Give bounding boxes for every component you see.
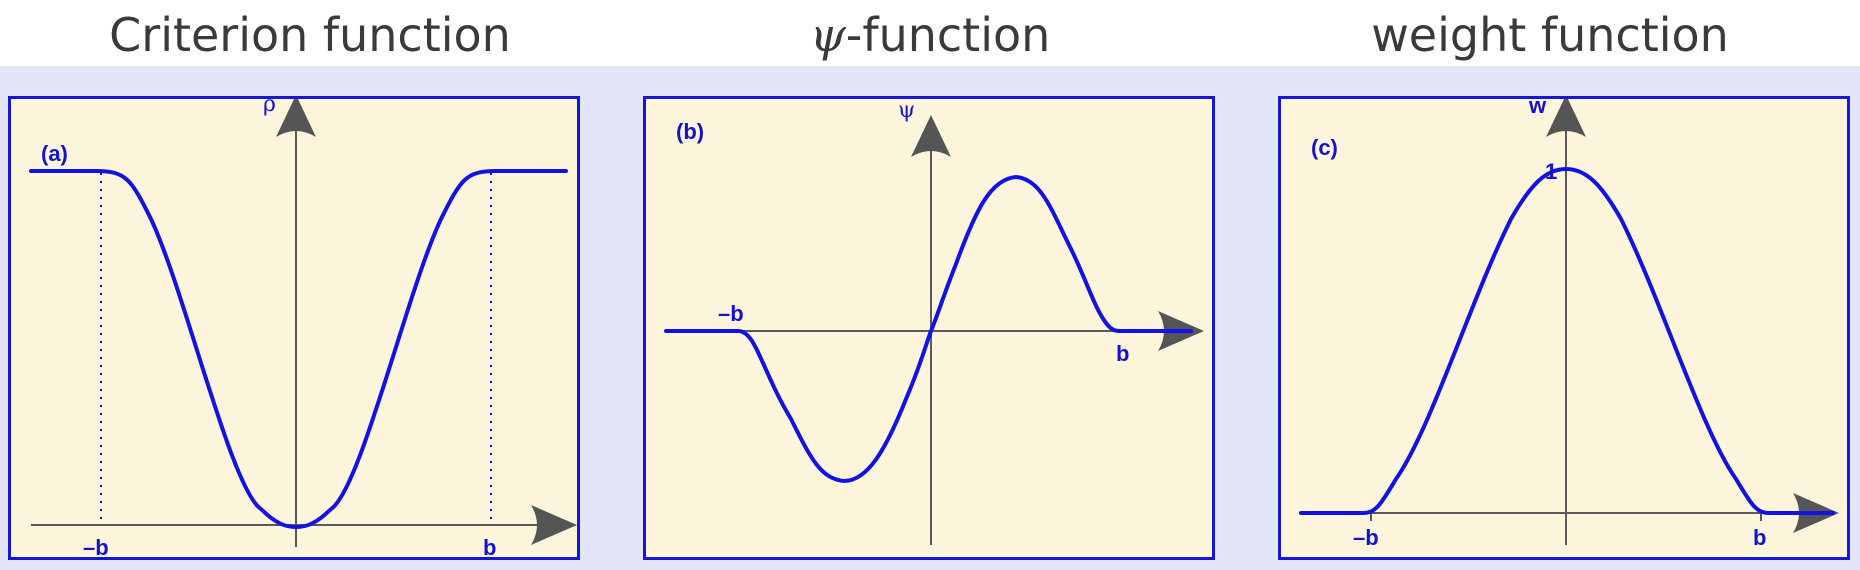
panel-a-x-arrow xyxy=(531,505,577,545)
criterion-function-title: Criterion function xyxy=(109,8,511,62)
psi-function-title: ψ-function xyxy=(730,4,1130,66)
panel-b-psi: (b) ψ –b b xyxy=(643,96,1215,560)
panel-a-rho-curve xyxy=(29,169,568,529)
panel-a-plot: (a) ρ –b b xyxy=(29,99,577,560)
panel-b-psi-label: ψ xyxy=(898,99,915,123)
panel-b-y-arrow xyxy=(911,115,951,157)
panel-b-pos-b-label: b xyxy=(1116,341,1129,366)
panel-c-plot: (c) w 1 –b b xyxy=(1299,99,1839,550)
panel-a-criterion: (a) ρ –b b xyxy=(8,96,580,560)
panel-a-pos-b-label: b xyxy=(483,535,496,560)
panel-c-weight: (c) w 1 –b b xyxy=(1278,96,1850,560)
panel-a-tag: (a) xyxy=(41,141,68,166)
panel-b-plot: (b) ψ –b b xyxy=(664,99,1204,545)
panel-a-y-arrow xyxy=(276,99,316,137)
panel-c-weight-curve xyxy=(1299,167,1835,515)
titles-bar: Criterion function ψ-function weight fun… xyxy=(0,0,1860,66)
panel-a-rho-label: ρ xyxy=(263,99,276,117)
panel-c-one-label: 1 xyxy=(1545,159,1557,184)
weight-function-title: weight function xyxy=(1371,8,1729,62)
panel-c-w-label: w xyxy=(1528,99,1547,118)
panel-c-tag: (c) xyxy=(1311,135,1338,160)
panel-c-y-arrow xyxy=(1546,99,1586,137)
panel-b-neg-b-label: –b xyxy=(718,301,744,326)
panel-b-tag: (b) xyxy=(676,119,704,144)
panel-a-neg-b-label: –b xyxy=(83,535,109,560)
psi-symbol: ψ xyxy=(809,8,846,62)
panel-c-pos-b-label: b xyxy=(1753,525,1766,550)
panel-b-psi-curve xyxy=(664,175,1193,483)
psi-title-text: -function xyxy=(845,8,1051,62)
panel-c-neg-b-label: –b xyxy=(1353,525,1379,550)
